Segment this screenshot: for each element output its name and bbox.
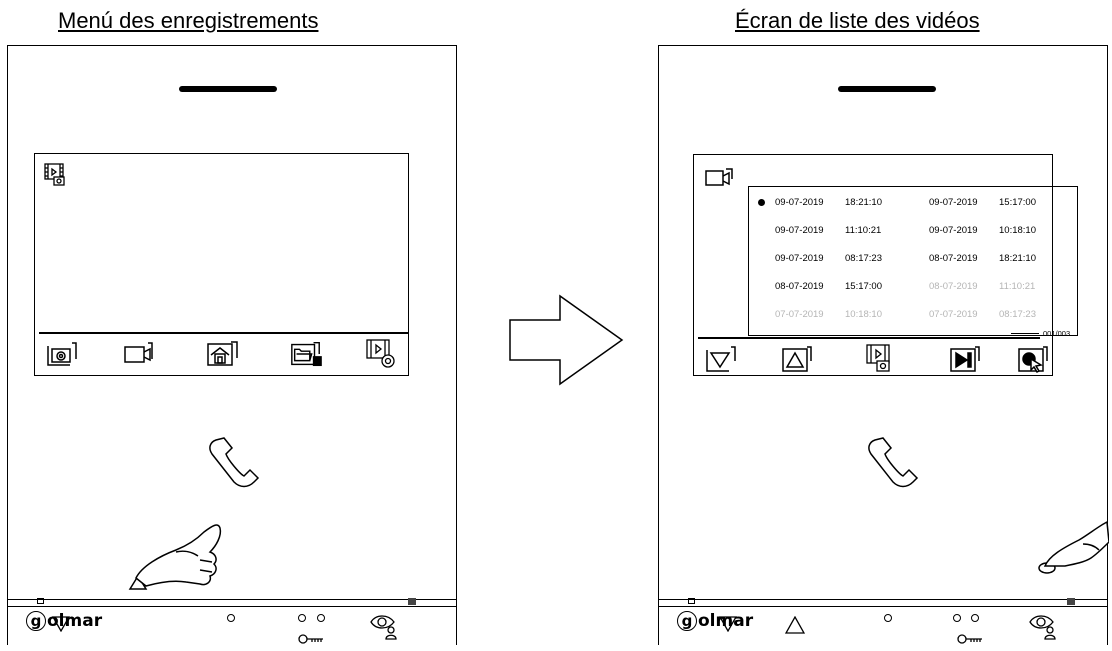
toolbar-divider [698, 337, 1040, 339]
bezel-line [659, 606, 1107, 607]
down-arrow-icon[interactable] [704, 345, 738, 373]
led-indicator [227, 614, 235, 622]
record-date: 09-07-2019 [775, 225, 824, 236]
list-row: 09-07-2019 18:21:10 09-07-2019 15:17:00 [749, 197, 1077, 211]
left-panel-title: Menú des enregistrements [58, 8, 319, 33]
handset-icon[interactable] [865, 436, 925, 497]
record-date: 09-07-2019 [929, 197, 978, 208]
record-time: 11:10:21 [999, 281, 1036, 292]
right-toolbar [694, 339, 1052, 375]
led-indicator [971, 614, 979, 622]
record-date: 09-07-2019 [929, 225, 978, 236]
up-arrow-icon[interactable] [780, 345, 814, 373]
page-indicator: 001/003 [1043, 329, 1071, 338]
list-row: 09-07-2019 08:17:23 08-07-2019 18:21:10 [749, 253, 1077, 267]
record-time: 10:18:10 [999, 225, 1036, 236]
left-monitor-device [7, 45, 457, 645]
video-playback-camera-icon[interactable] [864, 344, 898, 373]
led-indicator [884, 614, 892, 622]
toolbar-divider [39, 332, 408, 334]
record-time: 18:21:10 [845, 197, 882, 208]
record-time: 11:10:21 [845, 225, 882, 236]
record-date: 08-07-2019 [929, 281, 978, 292]
record-date: 07-07-2019 [929, 309, 978, 320]
hand-pointer-icon [116, 486, 236, 601]
left-indicator [37, 598, 44, 604]
right-panel-title: Écran de liste des vidéos [735, 8, 980, 33]
pager-line [1011, 333, 1039, 334]
record-time: 10:18:10 [845, 309, 882, 320]
speaker-slot [838, 86, 936, 92]
bezel-line [8, 599, 456, 600]
left-indicator [688, 598, 695, 604]
select-pointer-icon[interactable] [1016, 345, 1050, 373]
right-indicator [1067, 598, 1075, 605]
record-time: 08:17:23 [999, 309, 1036, 320]
bezel-line [659, 599, 1107, 600]
list-row: 08-07-2019 15:17:00 08-07-2019 11:10:21 [749, 281, 1077, 295]
key-icon[interactable] [957, 632, 983, 651]
key-icon[interactable] [298, 632, 324, 651]
speaker-slot [179, 86, 277, 92]
video-camera-icon[interactable] [121, 340, 155, 368]
folder-sd-card-icon[interactable] [289, 340, 323, 368]
led-indicator [298, 614, 306, 622]
eye-user-icon[interactable] [370, 612, 400, 645]
record-date: 07-07-2019 [775, 309, 824, 320]
record-date: 08-07-2019 [929, 253, 978, 264]
down-triangle-icon[interactable] [718, 616, 738, 637]
video-playback-camera-icon [43, 162, 69, 193]
up-triangle-icon[interactable] [784, 615, 806, 639]
left-toolbar [35, 334, 408, 374]
list-row: 07-07-2019 10:18:10 07-07-2019 08:17:23 [749, 309, 1077, 323]
eye-user-icon[interactable] [1029, 612, 1059, 645]
right-indicator [408, 598, 416, 605]
record-date: 09-07-2019 [775, 253, 824, 264]
record-time: 15:17:00 [999, 197, 1036, 208]
play-next-icon[interactable] [948, 345, 982, 373]
list-row: 09-07-2019 11:10:21 09-07-2019 10:18:10 [749, 225, 1077, 239]
record-date: 08-07-2019 [775, 281, 824, 292]
record-date: 09-07-2019 [775, 197, 824, 208]
record-time: 15:17:00 [845, 281, 882, 292]
led-indicator [317, 614, 325, 622]
record-time: 18:21:10 [999, 253, 1036, 264]
handset-icon[interactable] [206, 436, 266, 497]
hand-pointer-icon [1027, 482, 1110, 579]
video-settings-icon[interactable] [365, 339, 399, 368]
photo-camera-icon[interactable] [45, 340, 79, 368]
bezel-line [8, 606, 456, 607]
down-triangle-icon[interactable] [51, 616, 71, 637]
home-icon[interactable] [205, 340, 239, 368]
left-screen [34, 153, 409, 376]
right-arrow-icon [508, 294, 628, 391]
record-time: 08:17:23 [845, 253, 882, 264]
selected-dot [758, 199, 765, 206]
led-indicator [953, 614, 961, 622]
video-camera-icon [704, 167, 734, 194]
